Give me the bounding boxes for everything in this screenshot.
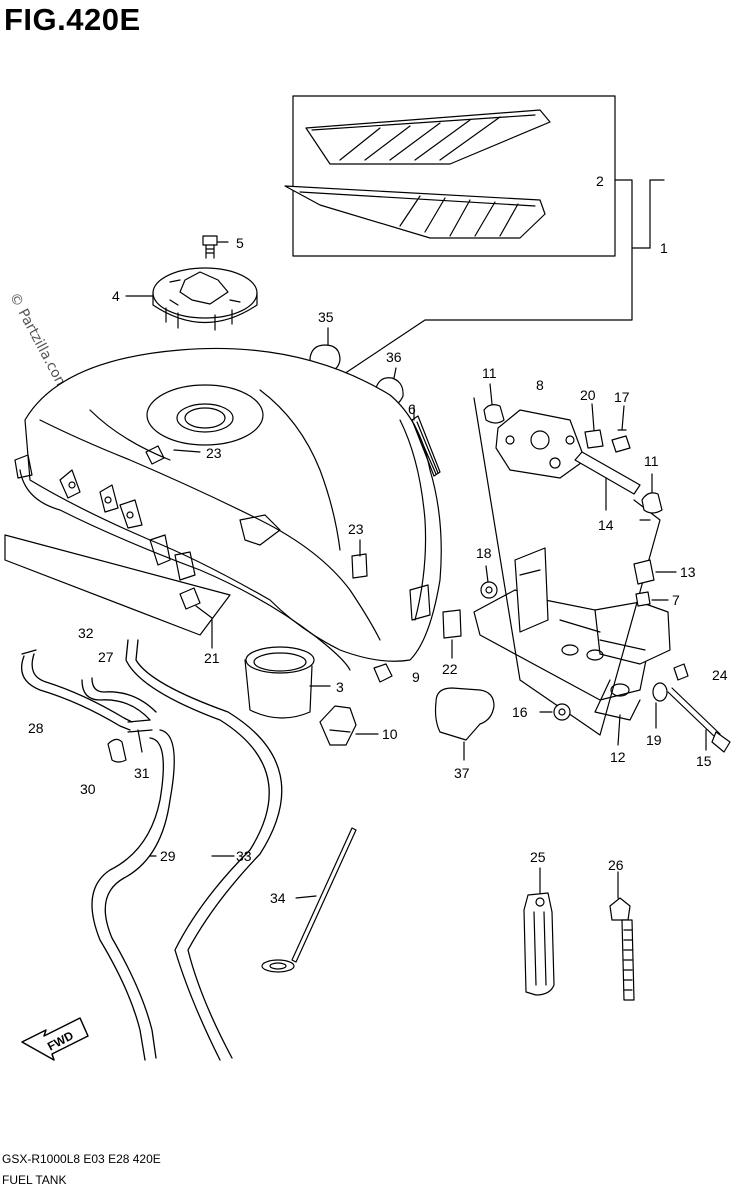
hose-part-28 <box>20 649 133 731</box>
model-code: GSX-R1000L8 E03 E28 420E <box>2 1152 161 1166</box>
fuel-tank-body <box>4 347 442 671</box>
nut-part-24 <box>673 663 689 681</box>
callout-10: 10 <box>382 726 398 742</box>
bolt-part-5 <box>202 235 229 259</box>
callout-7: 7 <box>672 592 680 608</box>
pad-part-21 <box>179 587 201 610</box>
pad-part-22 <box>442 609 462 639</box>
callout-22: 22 <box>442 661 458 677</box>
callout-33: 33 <box>236 848 252 864</box>
callout-12: 12 <box>610 749 626 765</box>
decal-inset-box <box>292 95 616 257</box>
callout-15: 15 <box>696 753 712 769</box>
bracket-part-10 <box>319 705 379 746</box>
callout-11a: 11 <box>482 365 497 381</box>
section-name: FUEL TANK <box>2 1173 67 1187</box>
figure-title: FIG.420E <box>4 2 141 37</box>
callout-9: 9 <box>412 669 420 685</box>
callout-18: 18 <box>476 545 492 561</box>
nut-part-7 <box>635 591 651 607</box>
hose-part-29 <box>91 729 175 1061</box>
collar-part-14 <box>574 451 641 495</box>
washer-part-19 <box>652 682 668 729</box>
callout-14: 14 <box>598 517 614 533</box>
clamp-part-25 <box>523 867 555 996</box>
joint-part-31 <box>127 719 153 753</box>
callout-25: 25 <box>530 849 546 865</box>
strip-part-6 <box>411 415 441 477</box>
leader-1b <box>649 179 665 249</box>
callout-35: 35 <box>318 309 334 325</box>
callout-13: 13 <box>680 564 696 580</box>
callout-27: 27 <box>98 649 114 665</box>
callout-4: 4 <box>112 288 120 304</box>
callout-29: 29 <box>160 848 176 864</box>
callout-30: 30 <box>80 781 96 797</box>
decal-upper-part <box>305 109 551 165</box>
callout-3: 3 <box>336 679 344 695</box>
callout-5: 5 <box>236 235 244 251</box>
nut-part-20 <box>584 403 604 449</box>
grommet-part-11b <box>641 473 663 514</box>
bolt-part-17 <box>611 405 631 453</box>
callout-19: 19 <box>646 732 662 748</box>
cushion-part-9 <box>373 663 393 683</box>
callout-26: 26 <box>608 857 624 873</box>
clip-part-13 <box>633 559 655 585</box>
callout-20: 20 <box>580 387 596 403</box>
bolt-part-15 <box>667 687 731 753</box>
grommet-part-11a <box>483 383 505 424</box>
callout-23b: 23 <box>348 521 364 537</box>
gauge-part-34 <box>261 827 357 973</box>
fuel-cap-part-4 <box>125 267 258 331</box>
callout-23a: 23 <box>206 445 222 461</box>
damper-part-18 <box>480 565 498 599</box>
plate-part-8 <box>495 409 586 479</box>
bushing-part-16 <box>539 703 571 721</box>
hose-part-33 <box>125 639 283 1061</box>
callout-2: 2 <box>596 173 604 189</box>
callout-16: 16 <box>512 704 528 720</box>
pad-part-23a <box>145 445 165 465</box>
callout-17: 17 <box>614 389 630 405</box>
callout-11b: 11 <box>644 453 659 469</box>
clamp-part-26 <box>609 871 635 1001</box>
callout-21: 21 <box>204 650 220 666</box>
callout-34: 34 <box>270 890 286 906</box>
pad-part-23b <box>351 553 368 579</box>
fwd-arrow-icon <box>21 1017 89 1061</box>
clip-part-30 <box>107 738 127 763</box>
bracket-assembly-part-12 <box>473 397 671 746</box>
callout-28: 28 <box>28 720 44 736</box>
callout-6: 6 <box>408 401 416 417</box>
sleeve-part-3 <box>244 646 331 719</box>
callout-8: 8 <box>536 377 544 393</box>
callout-31: 31 <box>134 765 150 781</box>
callout-32: 32 <box>78 625 94 641</box>
decal-lower-part <box>284 185 546 239</box>
callout-1: 1 <box>660 240 668 256</box>
callout-36: 36 <box>386 349 402 365</box>
callout-24: 24 <box>712 667 728 683</box>
leader-2 <box>334 179 633 381</box>
hose-part-27 <box>81 677 157 721</box>
callout-37: 37 <box>454 765 470 781</box>
pad-part-37 <box>434 687 495 741</box>
